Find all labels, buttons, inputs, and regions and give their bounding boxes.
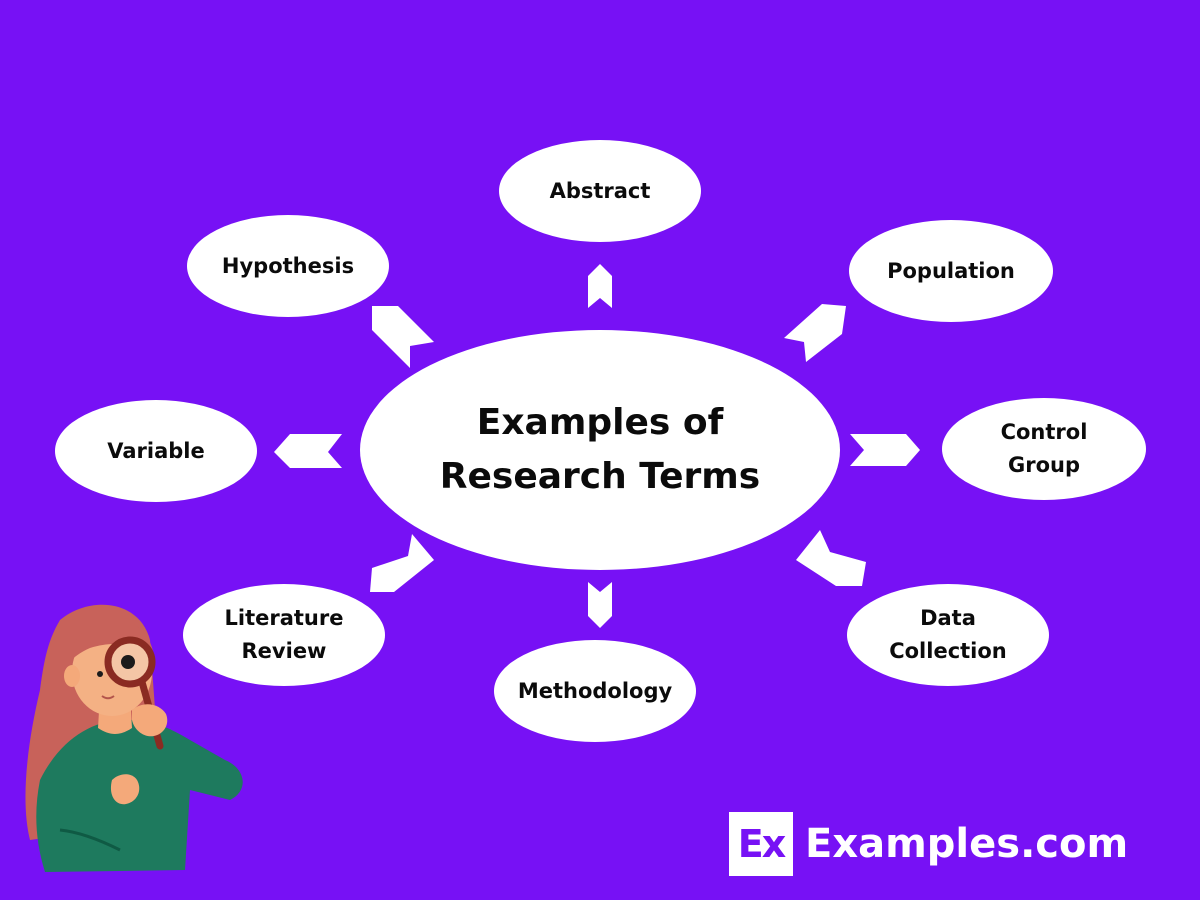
node-literature-review-label: Literature Review bbox=[224, 606, 344, 663]
arrow-to-data-collection bbox=[796, 530, 866, 586]
center-title: Examples of Research Terms bbox=[439, 402, 761, 497]
girl-with-magnifying-glass-icon bbox=[25, 604, 243, 872]
node-hypothesis: Hypothesis bbox=[187, 215, 389, 317]
arrow-to-hypothesis bbox=[372, 306, 434, 368]
node-literature-review: Literature Review bbox=[183, 584, 385, 686]
brand-name: Examples.com bbox=[805, 821, 1129, 867]
brand-logo[interactable]: Ex Examples.com bbox=[729, 810, 1128, 878]
node-abstract: Abstract bbox=[499, 140, 701, 242]
node-control-group: Control Group bbox=[942, 398, 1146, 500]
node-population-label: Population bbox=[887, 258, 1015, 283]
node-methodology-label: Methodology bbox=[517, 678, 673, 703]
node-abstract-label: Abstract bbox=[549, 178, 651, 203]
arrow-to-methodology bbox=[588, 582, 612, 628]
node-data-collection: Data Collection bbox=[847, 584, 1049, 686]
node-variable: Variable bbox=[55, 400, 257, 502]
arrow-to-variable bbox=[274, 434, 342, 468]
arrow-to-literature-review bbox=[370, 534, 434, 592]
node-variable-label: Variable bbox=[107, 438, 205, 463]
node-control-group-label: Control Group bbox=[1000, 420, 1088, 477]
node-data-collection-label: Data Collection bbox=[889, 606, 1007, 663]
center-node: Examples of Research Terms bbox=[360, 330, 840, 570]
node-population: Population bbox=[849, 220, 1053, 322]
node-methodology: Methodology bbox=[494, 640, 696, 742]
arrow-to-control-group bbox=[850, 434, 920, 466]
brand-mark: Ex bbox=[729, 812, 793, 876]
arrow-to-abstract bbox=[588, 264, 612, 308]
node-hypothesis-label: Hypothesis bbox=[221, 253, 355, 278]
arrow-to-population bbox=[784, 304, 846, 362]
